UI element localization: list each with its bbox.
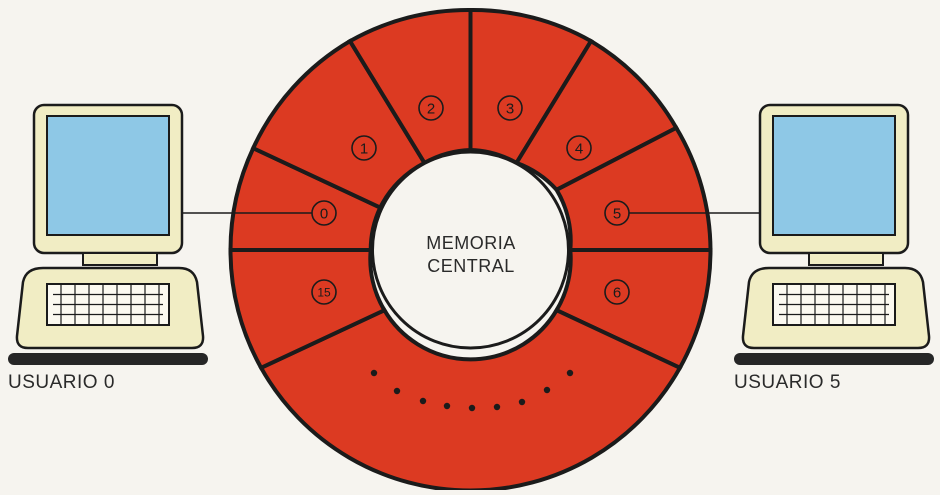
segment-label-4: 4 [575, 141, 583, 158]
segment-label-2: 2 [427, 101, 435, 118]
segment-label-0: 0 [320, 206, 328, 223]
central-memory-label-line2: CENTRAL [401, 255, 541, 278]
segment-label-6: 6 [613, 285, 621, 302]
user-5-label: USUARIO 5 [734, 372, 841, 394]
segment-label-3: 3 [506, 101, 514, 118]
central-memory-label-line1: MEMORIA [401, 232, 541, 255]
segment-label-1: 1 [360, 141, 368, 158]
central-memory-label: MEMORIA CENTRAL [401, 232, 541, 278]
computer-icon-user-0 [8, 105, 208, 365]
segment-label-5: 5 [613, 206, 621, 223]
segment-label-15: 15 [317, 286, 331, 300]
computer-icon-user-5 [734, 105, 934, 365]
user-0-label: USUARIO 0 [8, 372, 115, 394]
